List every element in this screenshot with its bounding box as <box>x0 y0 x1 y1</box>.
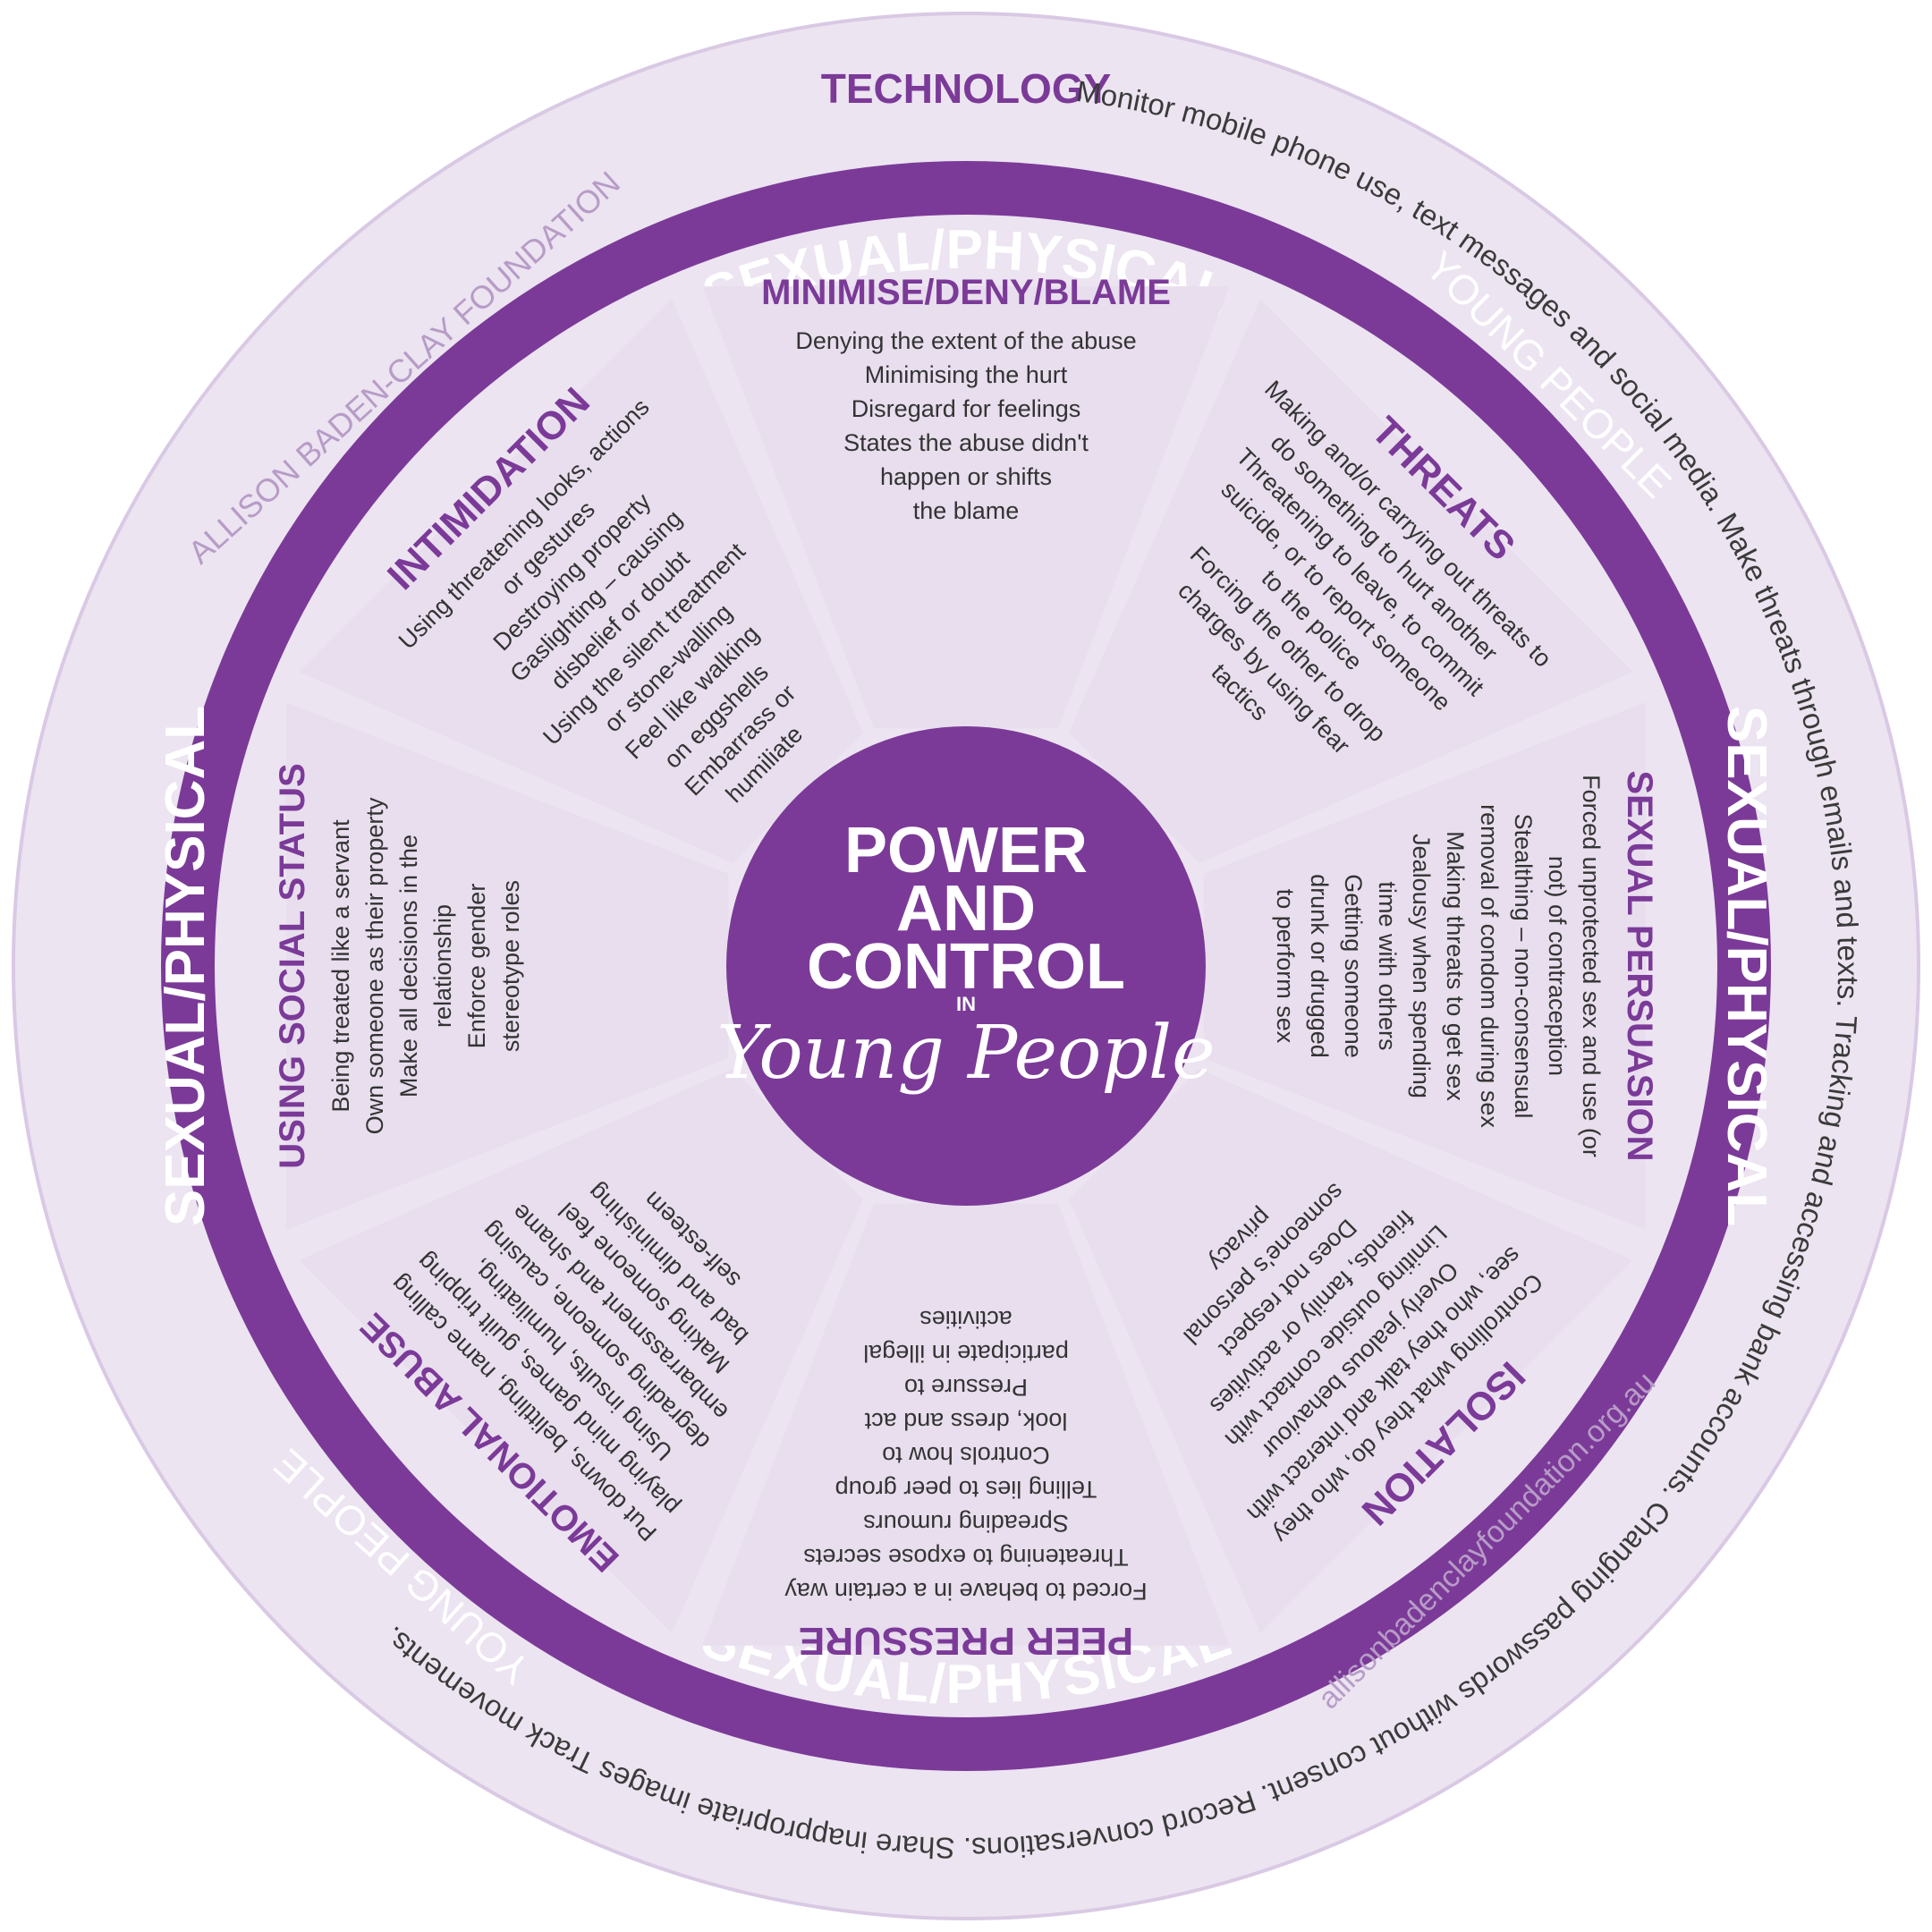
center-line2: AND <box>896 873 1036 945</box>
section-item: Threatening to expose secrets <box>803 1544 1128 1571</box>
section-item: Own someone as their property <box>361 797 388 1134</box>
wedge-isolation <box>1069 1069 1633 1633</box>
section-item: not) of contraception <box>1544 856 1571 1076</box>
wedge-peer-pressure <box>702 1203 1230 1646</box>
section-item: Telling lies to peer group <box>835 1476 1097 1503</box>
wedge-emotional-abuse <box>299 1069 863 1633</box>
wedge-minimise-deny-blame <box>702 286 1230 729</box>
section-item: Disregard for feelings <box>852 395 1081 422</box>
section-item: happen or shifts <box>880 463 1052 490</box>
section-heading: PEER PRESSURE <box>799 1619 1133 1663</box>
section-item: Spreading rumours <box>863 1510 1069 1537</box>
wedge-intimidation <box>299 299 863 863</box>
wedge-using-social-status <box>286 702 729 1230</box>
section-item: the blame <box>913 497 1020 524</box>
section-item: Being treated like a servant <box>327 819 354 1113</box>
section-item: Jealousy when spending <box>1408 834 1435 1098</box>
section-item: activities <box>919 1306 1013 1333</box>
section-item: Denying the extent of the abuse <box>795 327 1136 354</box>
technology-title: TECHNOLOGY <box>821 65 1112 112</box>
section-item: States the abuse didn't <box>843 429 1089 456</box>
section-item: time with others <box>1374 881 1401 1050</box>
section-using-social-status: USING SOCIAL STATUS Being treated like a … <box>273 763 524 1168</box>
section-item: relationship <box>429 904 456 1028</box>
section-item: participate in illegal <box>863 1340 1069 1367</box>
section-item: Controls how to <box>882 1442 1050 1469</box>
wedge-sexual-persuasion <box>1203 702 1646 1230</box>
section-item: stereotype roles <box>497 880 524 1052</box>
section-heading: USING SOCIAL STATUS <box>273 763 312 1168</box>
center-line1: POWER <box>844 815 1088 886</box>
section-item: Make all decisions in the <box>395 835 422 1097</box>
section-item: Forced to behave in a certain way <box>784 1578 1148 1605</box>
section-heading: MINIMISE/DENY/BLAME <box>761 273 1171 312</box>
section-item: Making threats to get sex <box>1442 831 1469 1101</box>
section-heading: SEXUAL PERSUASION <box>1620 770 1659 1161</box>
section-sexual-persuasion: SEXUAL PERSUASION Forced unprotected sex … <box>1272 770 1659 1161</box>
wedge-threats <box>1069 299 1633 863</box>
center-in: IN <box>956 993 976 1015</box>
center-line3: CONTROL <box>807 931 1125 1003</box>
section-item: Getting someone <box>1340 874 1367 1058</box>
section-item: to perform sex <box>1272 889 1299 1044</box>
section-item: Stealthing – non-consensual <box>1510 814 1537 1119</box>
section-item: Pressure to <box>904 1374 1028 1401</box>
band-left-label: SEXUAL/PHYSICAL <box>155 706 216 1226</box>
wedge-group <box>286 286 1646 1646</box>
section-item: removal of condom during sex <box>1476 804 1503 1128</box>
center-script: Young People <box>716 1011 1215 1096</box>
section-minimise-deny-blame: MINIMISE/DENY/BLAME Denying the extent of… <box>761 273 1171 524</box>
section-item: Forced unprotected sex and use (or <box>1578 775 1605 1157</box>
section-item: drunk or drugged <box>1306 874 1333 1058</box>
center-hub <box>726 726 1206 1206</box>
band-right-label: SEXUAL/PHYSICAL <box>1716 706 1777 1226</box>
section-item: Enforce gender <box>463 884 490 1049</box>
section-peer-pressure: PEER PRESSURE Forced to behave in a certa… <box>784 1306 1148 1663</box>
section-item: look, dress and act <box>864 1408 1067 1435</box>
section-item: Minimising the hurt <box>865 361 1068 388</box>
